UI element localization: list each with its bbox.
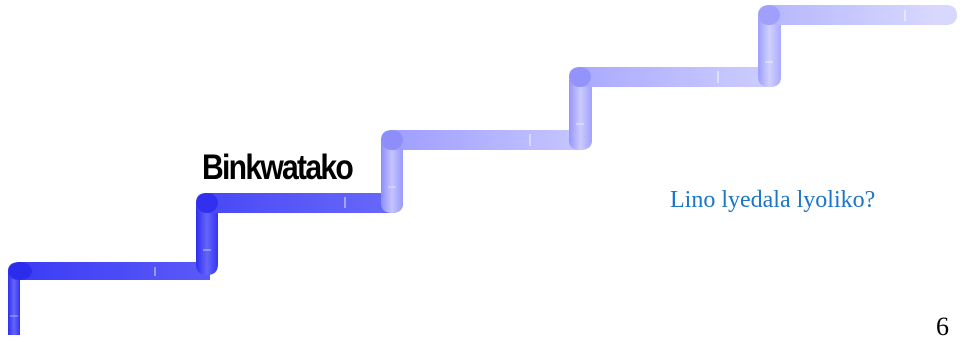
page-number: 6: [936, 312, 949, 341]
question-text: Lino lyedala lyoliko?: [670, 187, 876, 213]
ribbon-step-1: [8, 262, 210, 335]
ribbon-step-4: [569, 67, 781, 87]
ribbon-riser-1: [196, 203, 218, 275]
ribbon-step-5: [758, 5, 957, 25]
step-label: Binkwatako: [202, 148, 354, 187]
ribbon-riser-3: [569, 80, 592, 150]
ribbon-step-2: [196, 193, 403, 213]
ribbon-riser-4: [758, 16, 781, 87]
ribbon-riser-2: [381, 140, 403, 213]
ribbon-step-3: [381, 130, 592, 150]
